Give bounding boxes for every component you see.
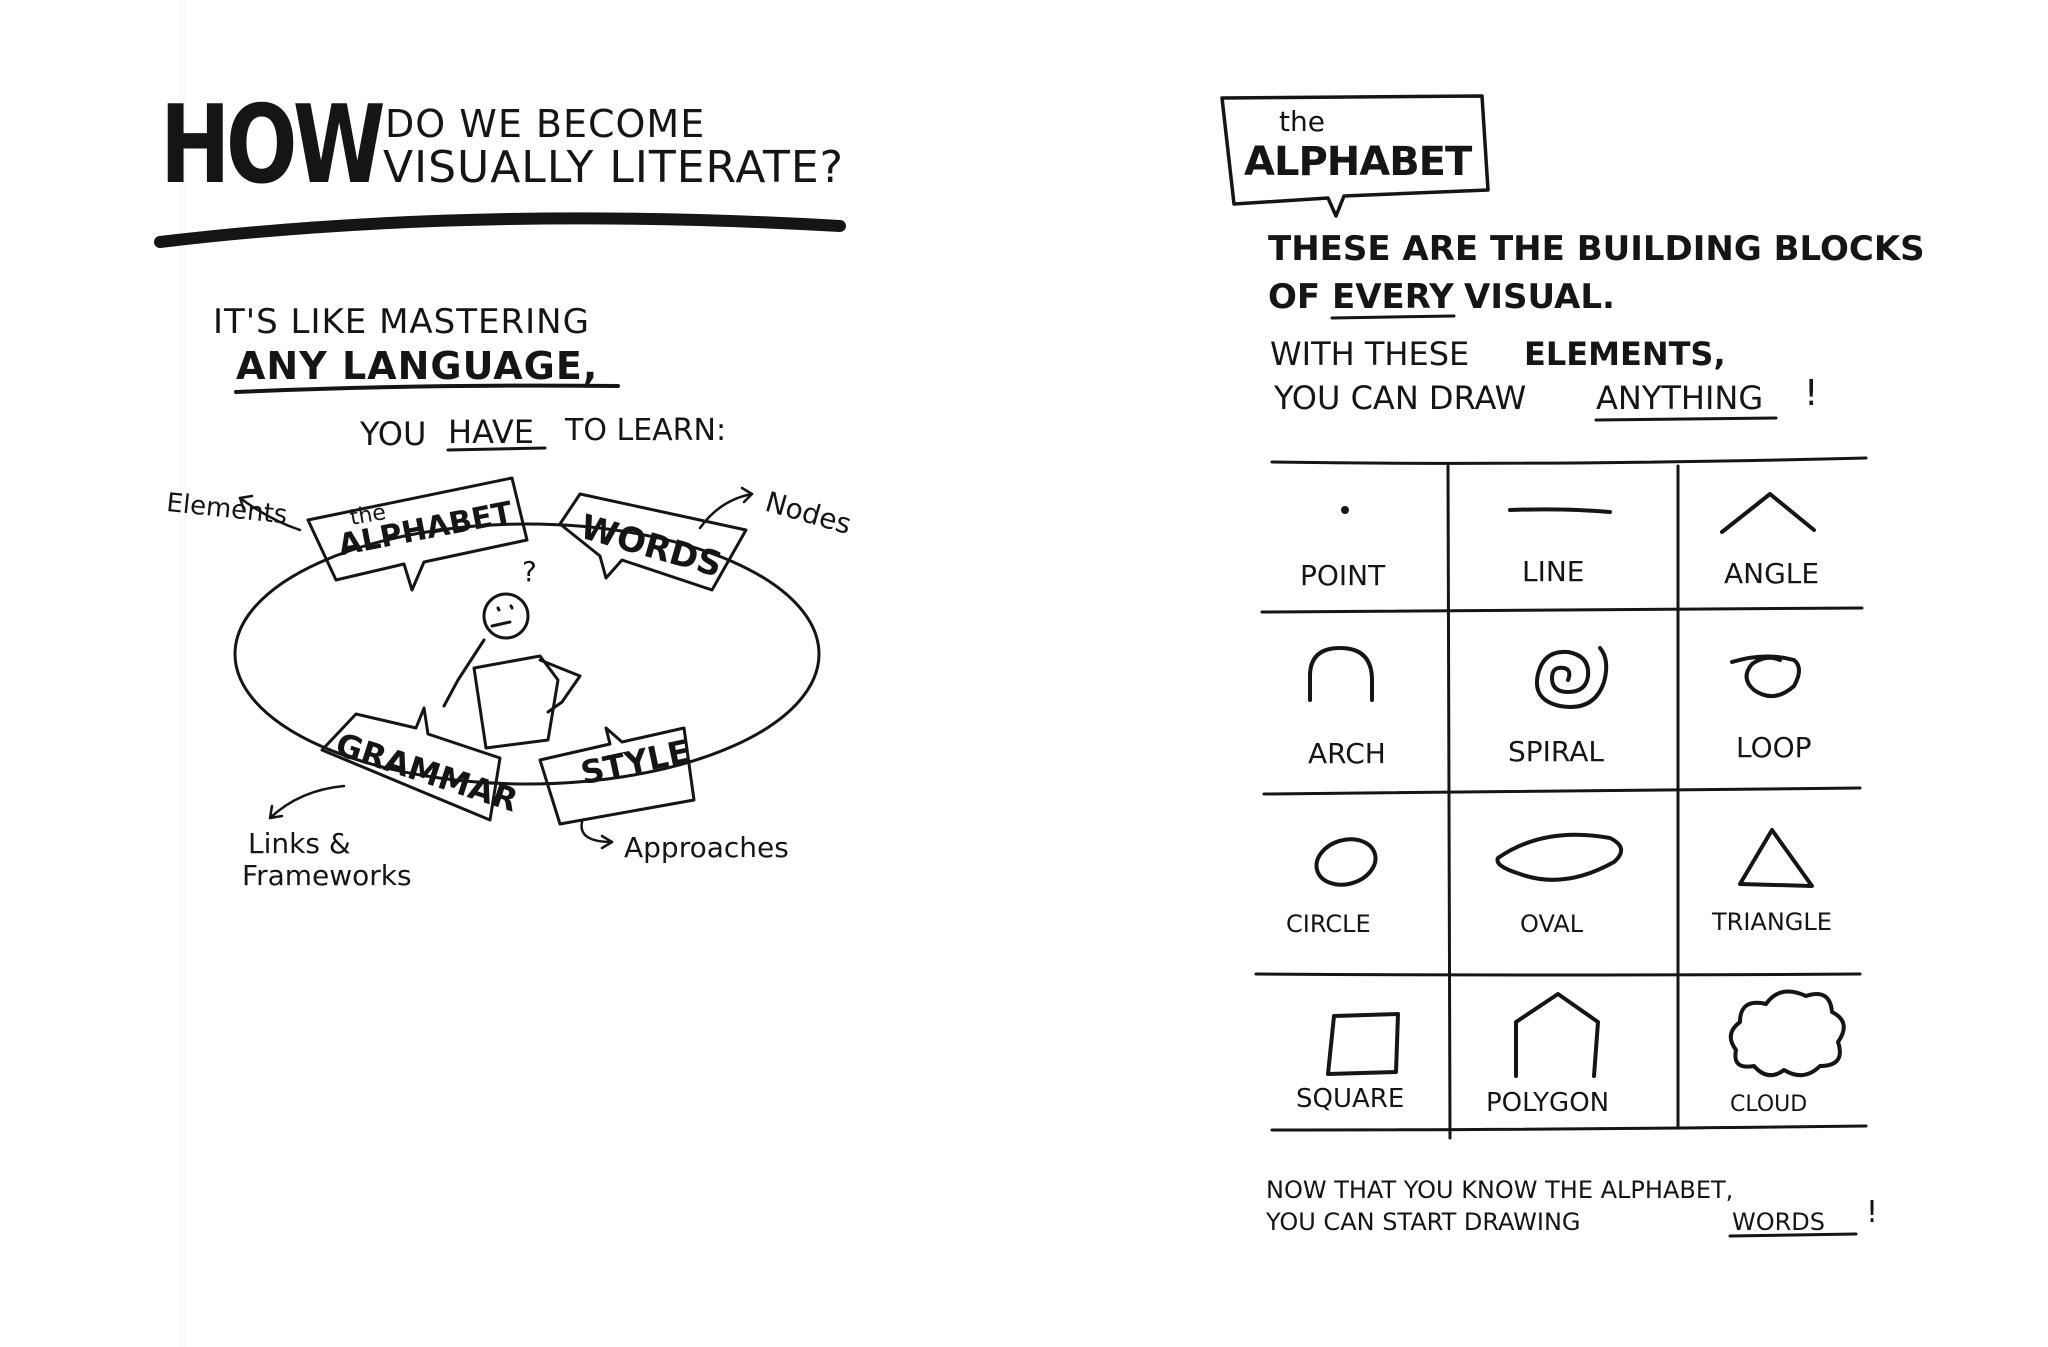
title-line-2: VISUALLY LITERATE? [383, 142, 845, 193]
grid-label-spiral: SPIRAL [1508, 735, 1604, 768]
cycle-ellipse [233, 522, 821, 786]
grammar-bubble [320, 706, 502, 822]
sub-line-1b: ELEMENTS, [1524, 335, 1726, 373]
have-underline [446, 446, 547, 452]
grid-label-arch: ARCH [1308, 737, 1386, 770]
stick-figure [442, 592, 582, 750]
anything-underline [1594, 416, 1778, 422]
badge-small-label: the [1279, 105, 1325, 138]
sub-line-2a: YOU CAN DRAW [1274, 379, 1527, 417]
line-icon [1508, 507, 1612, 514]
intro-line-3c: TO LEARN: [565, 413, 727, 448]
heading-line-2b: EVERY [1332, 277, 1454, 317]
note-links-2: Frameworks [242, 859, 412, 892]
grid-label-polygon: POLYGON [1486, 1088, 1610, 1118]
question-mark: ? [522, 555, 537, 588]
every-underline [1330, 314, 1456, 320]
grid-label-loop: LOOP [1736, 731, 1812, 764]
title-underline [154, 212, 846, 248]
alphabet-bubble [306, 476, 529, 592]
grid-label-point: POINT [1300, 559, 1386, 592]
sub-line-2c: ! [1804, 373, 1819, 414]
loop-icon [1730, 654, 1801, 698]
grid-label-cloud: CLOUD [1730, 1092, 1808, 1117]
cloud-icon [1728, 989, 1846, 1078]
left-page: HOW DO WE BECOME VISUALLY LITERATE? IT'S… [154, 0, 856, 1347]
grid-label-square: SQUARE [1296, 1084, 1405, 1114]
badge-label: ALPHABET [1244, 139, 1472, 185]
note-approaches: Approaches [624, 831, 789, 864]
grid-lines [1254, 456, 1868, 1140]
grid-label-line: LINE [1522, 555, 1585, 588]
intro-line-2: ANY LANGUAGE, [236, 344, 599, 388]
title-how: HOW [160, 83, 386, 208]
annotation-arrows [238, 486, 754, 850]
triangle-icon [1738, 828, 1814, 888]
spiral-icon [1535, 646, 1609, 709]
arch-icon [1308, 646, 1374, 702]
words-underline [1728, 1232, 1858, 1238]
grid-label-circle: CIRCLE [1286, 910, 1371, 938]
sub-line-1a: WITH THESE [1270, 335, 1470, 373]
alphabet-grid [1254, 456, 1868, 1140]
angle-icon [1720, 492, 1816, 534]
intro-underline [234, 383, 620, 394]
square-icon [1326, 1012, 1400, 1076]
concept-diagram [233, 476, 821, 850]
footer-line-1: NOW THAT YOU KNOW THE ALPHABET, [1266, 1176, 1734, 1204]
title-line-1: DO WE BECOME [385, 102, 706, 146]
style-bubble [538, 726, 696, 826]
words-bubble [558, 492, 748, 592]
heading-line-2a: OF [1268, 277, 1321, 317]
grid-label-triangle: TRIANGLE [1712, 908, 1832, 936]
point-icon [1341, 506, 1349, 514]
footer-line-2a: YOU CAN START DRAWING [1266, 1208, 1581, 1236]
intro-line-3b: HAVE [448, 413, 535, 451]
footer-line-2c: ! [1866, 1195, 1879, 1230]
intro-line-3a: YOU [360, 415, 427, 453]
heading-line-2c: VISUAL. [1464, 277, 1615, 317]
note-links-1: Links & [248, 827, 351, 860]
footer-line-2b: WORDS [1732, 1208, 1826, 1236]
page-shadow [178, 0, 186, 1347]
heading-line-1: THESE ARE THE BUILDING BLOCKS [1268, 229, 1925, 269]
polygon-icon [1514, 992, 1600, 1078]
oval-icon [1495, 832, 1623, 882]
intro-line-1: IT'S LIKE MASTERING [213, 302, 590, 342]
grid-label-oval: OVAL [1520, 910, 1584, 938]
sub-line-2b: ANYTHING [1596, 379, 1764, 417]
right-page: the ALPHABET THESE ARE THE BUILDING BLOC… [1024, 0, 2048, 1347]
circle-icon [1314, 837, 1378, 887]
badge-bubble [1220, 94, 1490, 218]
grid-label-angle: ANGLE [1724, 557, 1820, 590]
